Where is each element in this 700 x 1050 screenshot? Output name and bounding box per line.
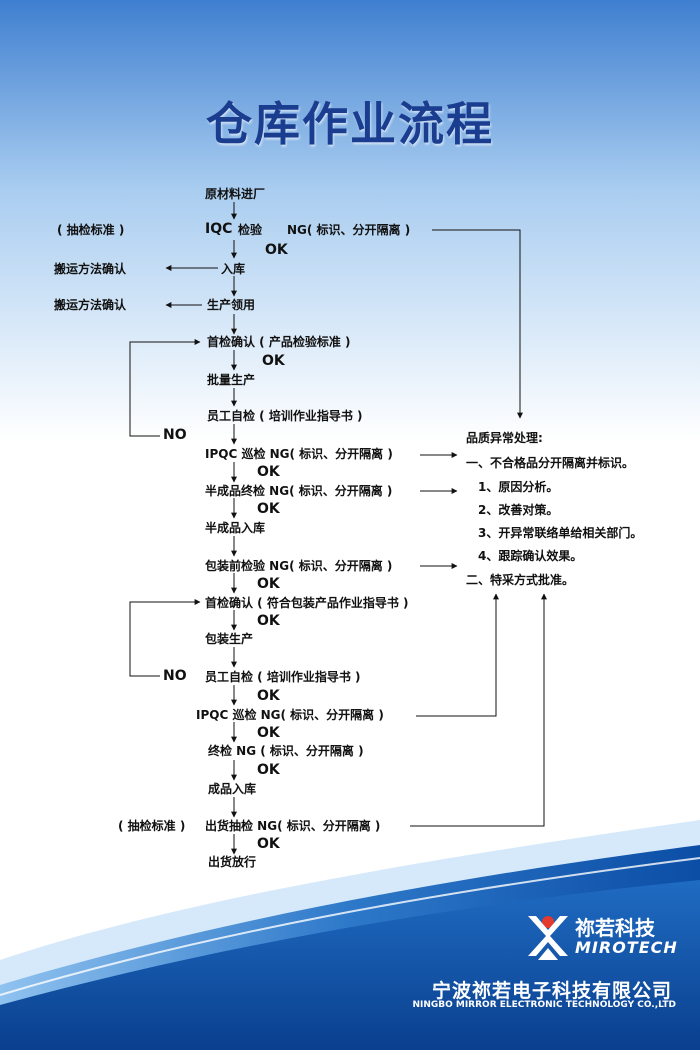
- ok-label: OK: [257, 836, 280, 852]
- step-ipqc-patrol-2: IPQC 巡检 NG( 标识、分开隔离 ): [196, 708, 384, 722]
- step-self-check-2: 员工自检 ( 培训作业指导书 ): [205, 670, 361, 684]
- ok-label: OK: [257, 464, 280, 480]
- ok-label: OK: [257, 501, 280, 517]
- quality-item: 4、跟踪确认效果。: [478, 549, 583, 563]
- ok-label: OK: [257, 725, 280, 741]
- ok-label: OK: [262, 353, 285, 369]
- step-shipment-sampling: 出货抽检 NG( 标识、分开隔离 ): [205, 819, 381, 833]
- note-sampling-standard: ( 抽检标准 ): [118, 819, 186, 833]
- step-final-check: 终检 NG ( 标识、分开隔离 ): [208, 744, 364, 758]
- step-semi-final-check: 半成品终检 NG( 标识、分开隔离 ): [205, 484, 393, 498]
- step-pre-packing-check: 包装前检验 NG( 标识、分开隔离 ): [205, 559, 393, 573]
- company-logo-icon: [528, 916, 568, 960]
- step-ipqc-patrol: IPQC 巡检 NG( 标识、分开隔离 ): [205, 447, 393, 461]
- note-handling-method: 搬运方法确认: [54, 298, 127, 312]
- step-production-pick: 生产领用: [207, 298, 256, 312]
- quality-panel-heading: 品质异常处理:: [466, 431, 543, 445]
- ok-label: OK: [257, 613, 280, 629]
- step-mass-production: 批量生产: [207, 373, 256, 387]
- step-raw-material-in: 原材料进厂: [205, 187, 266, 201]
- step-warehouse-in: 入库: [221, 262, 246, 276]
- step-finished-warehouse-in: 成品入库: [208, 782, 257, 796]
- page-title: 仓库作业流程: [206, 97, 494, 151]
- ok-label: OK: [257, 576, 280, 592]
- step-iqc: IQC: [205, 221, 233, 237]
- note-handling-method: 搬运方法确认: [54, 262, 127, 276]
- step-iqc-ng: NG( 标识、分开隔离 ): [287, 223, 411, 237]
- brand-name-cn: 祢若科技: [575, 916, 655, 940]
- brand-name-en: MIROTECH: [575, 938, 678, 957]
- step-iqc-inspect: 检验: [238, 223, 263, 237]
- ok-label: OK: [257, 762, 280, 778]
- quality-item: 1、原因分析。: [478, 480, 559, 494]
- no-label: NO: [163, 427, 187, 443]
- step-packing-production: 包装生产: [205, 632, 254, 646]
- step-packing-first-check: 首检确认 ( 符合包装产品作业指导书 ): [205, 596, 409, 610]
- quality-item: 3、开异常联络单给相关部门。: [478, 526, 643, 540]
- note-sampling-standard: ( 抽检标准 ): [57, 223, 125, 237]
- quality-item: 一、不合格品分开隔离并标识。: [466, 456, 635, 470]
- step-semi-warehouse-in: 半成品入库: [205, 521, 266, 535]
- quality-item: 二、特采方式批准。: [466, 573, 575, 587]
- quality-item: 2、改善对策。: [478, 503, 559, 517]
- step-first-article-check: 首检确认 ( 产品检验标准 ): [207, 335, 351, 349]
- company-name-en: NINGBO MIRROR ELECTRONIC TECHNOLOGY CO.,…: [412, 1000, 676, 1010]
- no-label: NO: [163, 668, 187, 684]
- ok-label: OK: [257, 688, 280, 704]
- step-self-check: 员工自检 ( 培训作业指导书 ): [207, 409, 363, 423]
- step-shipment-release: 出货放行: [208, 855, 257, 869]
- company-name-cn: 宁波祢若电子科技有限公司: [431, 980, 672, 1002]
- ok-label: OK: [265, 242, 288, 258]
